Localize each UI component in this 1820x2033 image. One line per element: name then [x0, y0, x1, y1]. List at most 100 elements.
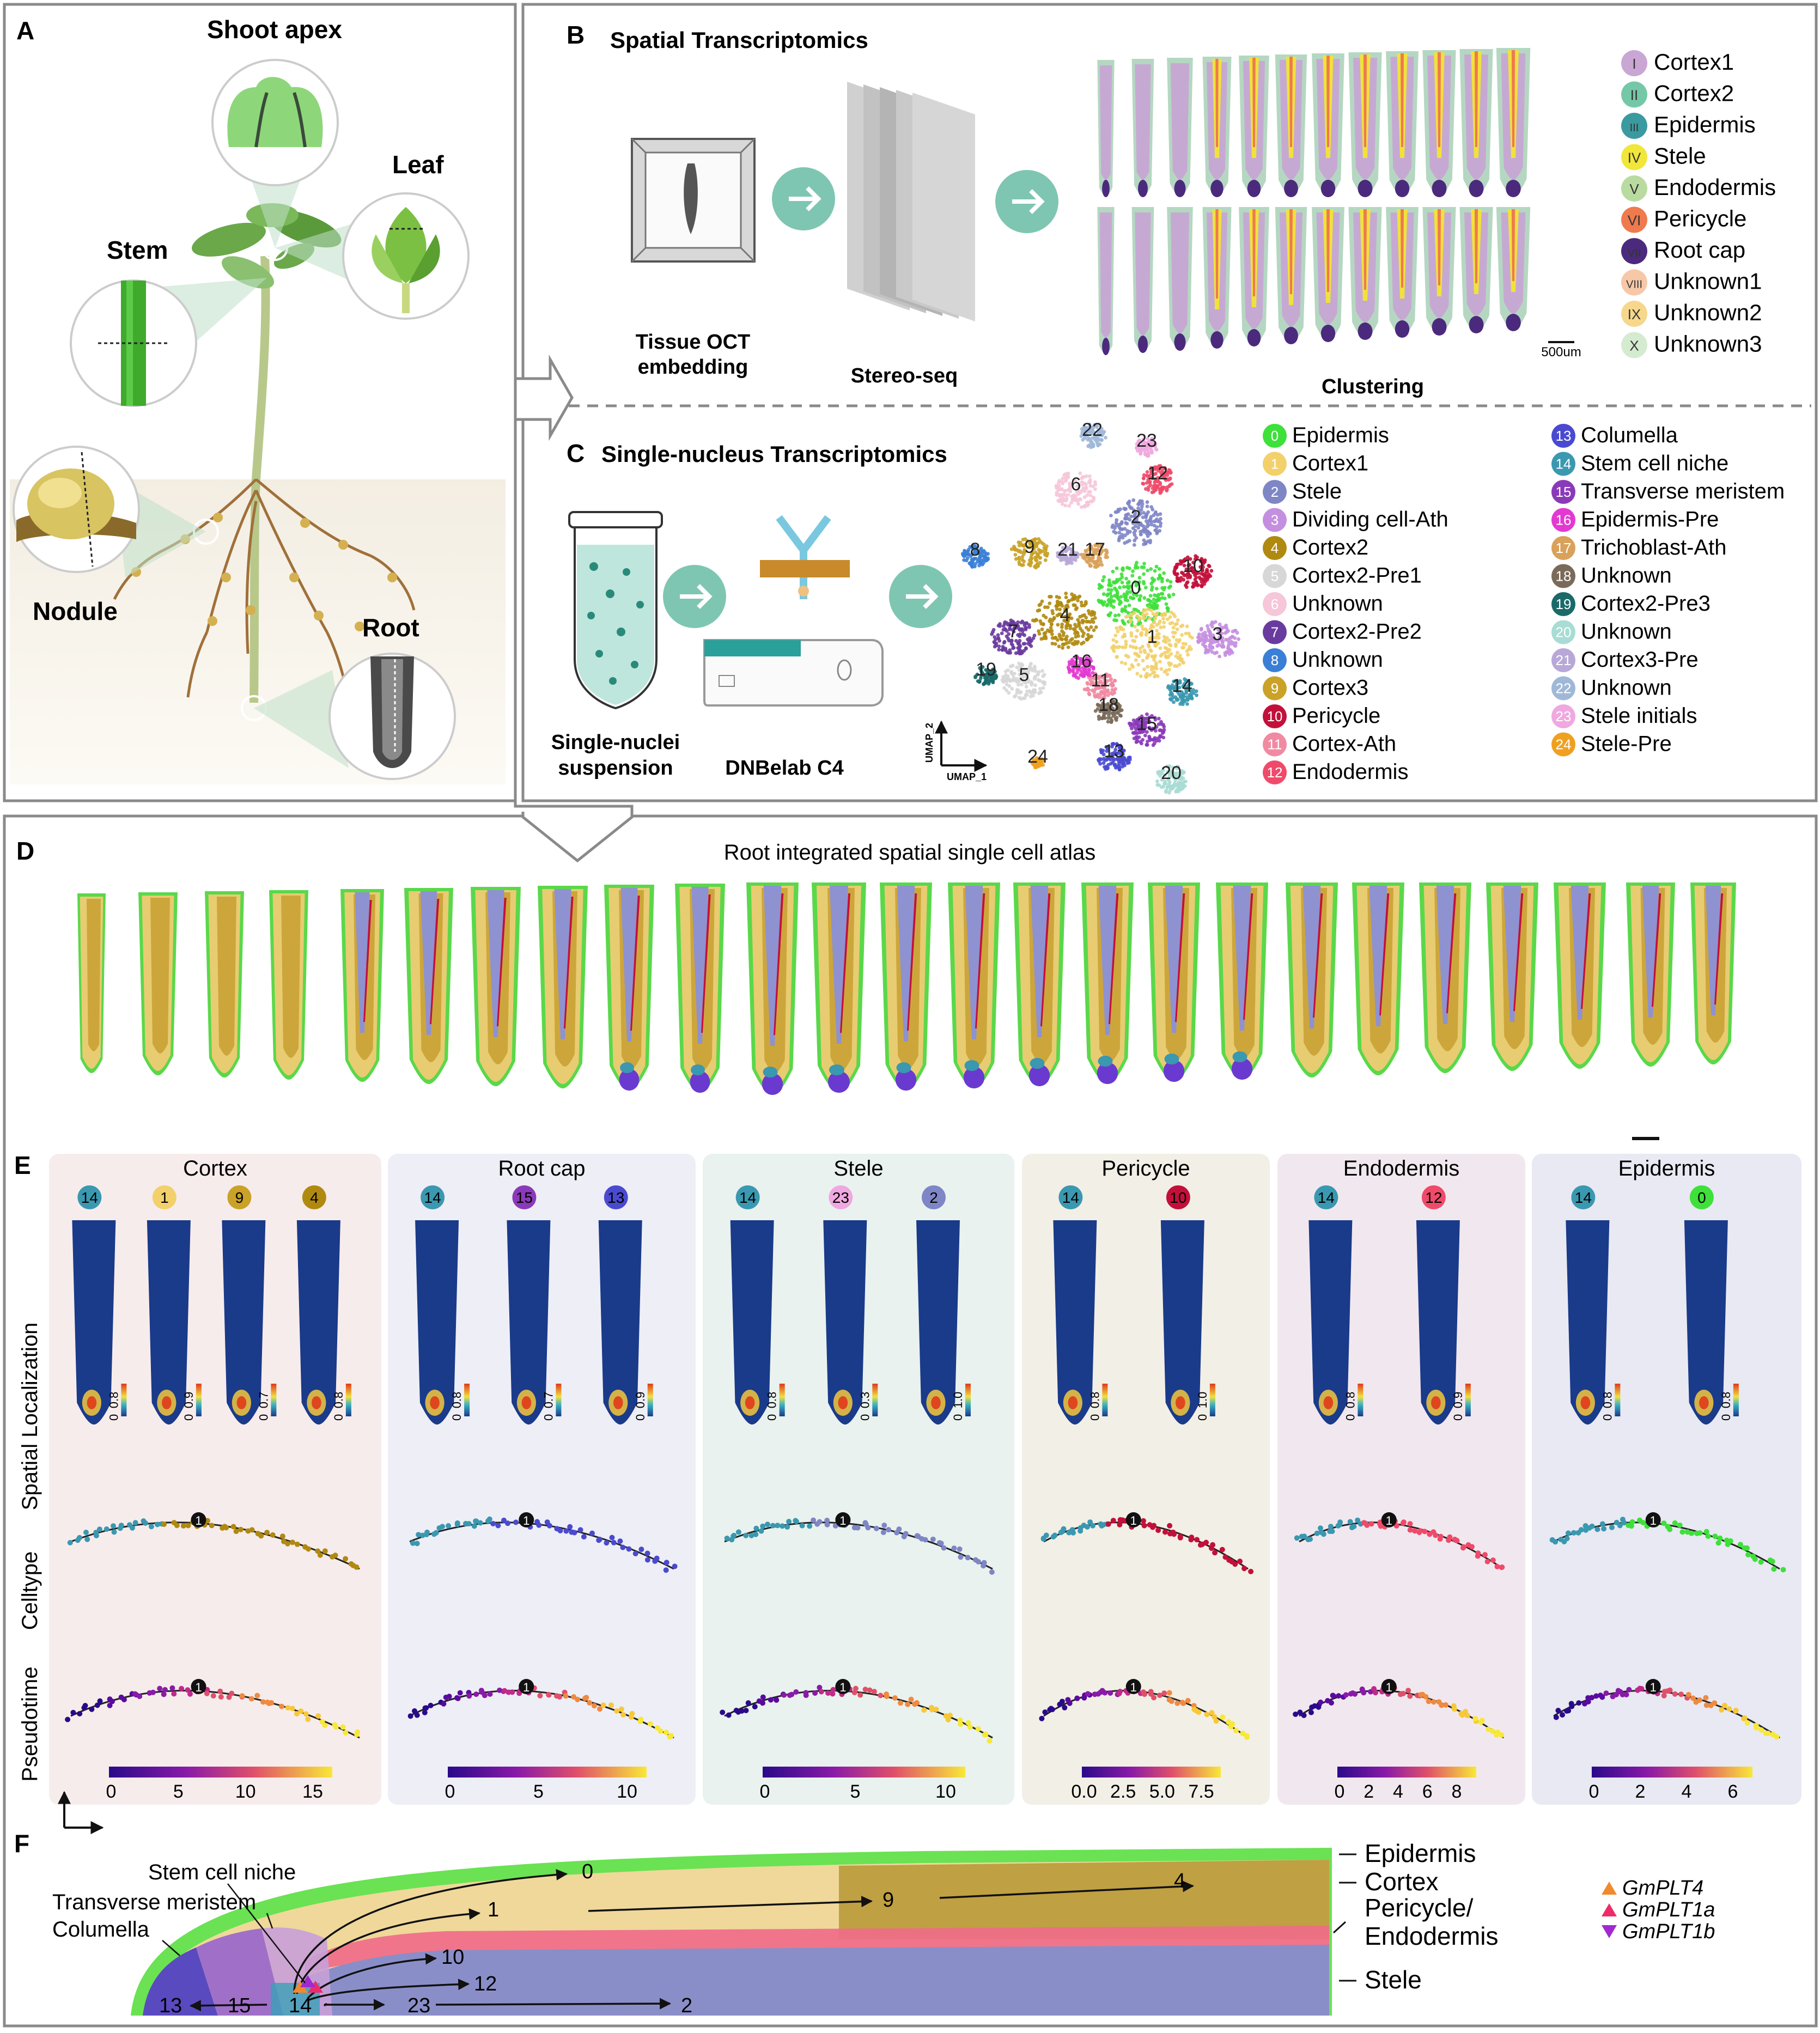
e-celltype-point — [786, 1519, 792, 1525]
umap-point — [1133, 533, 1137, 537]
umap-point — [1095, 564, 1100, 568]
umap-point — [1174, 789, 1179, 793]
umap-point — [1028, 664, 1032, 668]
umap-point — [1027, 623, 1031, 627]
atlas-section — [675, 884, 725, 1093]
umap-point — [1003, 647, 1008, 650]
umap-point — [1031, 539, 1036, 544]
umap-point — [1233, 644, 1238, 648]
c-legend-id: 16 — [1556, 512, 1572, 528]
e-celltype-point — [223, 1525, 229, 1531]
umap-point — [1014, 557, 1018, 561]
c-legend-label: Epidermis — [1292, 423, 1389, 447]
e-pseudotime-colorbar — [448, 1767, 647, 1778]
umap-point — [1064, 592, 1068, 595]
umap-cluster-label: 1 — [1147, 626, 1158, 647]
umap-point — [1156, 716, 1161, 721]
e-scale-min: 0 — [1719, 1414, 1733, 1421]
umap-point — [1139, 674, 1143, 678]
e-celltype-point — [1194, 1537, 1200, 1543]
c-legend-label: Epidermis-Pre — [1581, 508, 1719, 532]
e-pseudotime-point — [315, 1713, 321, 1719]
e-pseudotime-point — [830, 1691, 836, 1697]
umap-point — [1066, 645, 1070, 649]
cluster-section — [1348, 52, 1382, 197]
e-hotspot-core — [1176, 1396, 1185, 1409]
umap-point — [1148, 483, 1153, 487]
umap-point — [1015, 665, 1019, 669]
umap-point — [1209, 638, 1214, 643]
e-celltype-point — [354, 1564, 360, 1570]
e-celltype-point — [654, 1555, 660, 1561]
umap-point — [1164, 602, 1168, 606]
umap-point — [1082, 631, 1086, 636]
e-pseudotime-point — [97, 1698, 103, 1704]
callout-cone-root — [254, 670, 349, 768]
umap-point — [1168, 580, 1173, 584]
umap-point — [1210, 650, 1214, 654]
umap-point — [1085, 503, 1089, 508]
e-celltype-point — [414, 1541, 420, 1547]
umap-point — [1036, 564, 1040, 568]
e-scale-max: 1.0 — [1196, 1392, 1209, 1409]
e-pseudotime-point — [162, 1687, 168, 1693]
umap-axes — [935, 720, 986, 765]
e-branch-node: 1 — [1645, 1679, 1661, 1694]
umap-point — [1161, 735, 1166, 740]
cluster-section — [1422, 207, 1456, 336]
umap-point — [1117, 768, 1122, 772]
umap-point — [1155, 604, 1159, 607]
umap-point — [1106, 592, 1110, 596]
c-legend-id: 18 — [1556, 568, 1572, 585]
umap-point — [976, 549, 980, 553]
umap-point — [996, 636, 1000, 641]
umap-point — [1153, 511, 1158, 515]
e-pseudotime-point — [905, 1701, 911, 1707]
e-celltype-point — [1758, 1559, 1764, 1565]
umap-point — [1166, 478, 1171, 482]
umap-point — [1067, 504, 1071, 508]
magnifier-nodule — [13, 446, 140, 573]
e-celltype-point — [1697, 1530, 1703, 1536]
umap-point — [1146, 534, 1150, 538]
umap-point — [1055, 599, 1060, 604]
umap-point — [991, 630, 995, 634]
umap-point — [1087, 691, 1091, 696]
e-celltype-point — [1337, 1519, 1343, 1525]
umap-point — [975, 546, 979, 550]
umap-point — [1141, 580, 1146, 584]
umap-point — [1017, 560, 1021, 564]
umap-point — [1179, 562, 1183, 566]
umap-point — [1096, 692, 1100, 696]
atlas-section — [1486, 882, 1538, 1071]
umap-cluster-label: 7 — [1008, 621, 1019, 642]
umap-point — [1174, 697, 1179, 701]
umap-point — [1119, 714, 1123, 718]
umap-point — [1153, 480, 1157, 484]
e-pseudotime-point — [1555, 1708, 1561, 1713]
e-celltype-point — [1099, 1523, 1105, 1529]
cluster-section — [1312, 207, 1344, 342]
e-pseudotime-point — [1726, 1706, 1732, 1712]
e-pseudotime-point — [921, 1707, 927, 1713]
e-pseudotime-point — [204, 1690, 210, 1696]
umap-point — [1057, 494, 1062, 498]
e-celltype-point — [1105, 1521, 1111, 1527]
umap-point — [1109, 678, 1112, 682]
umap-point — [1087, 628, 1091, 632]
e-hotspot-core — [521, 1396, 532, 1409]
umap-point — [1027, 669, 1031, 673]
umap-point — [1226, 629, 1231, 633]
e-celltype-point — [1307, 1536, 1313, 1542]
umap-point — [1041, 622, 1045, 626]
e-pseudotime-point — [455, 1695, 461, 1701]
umap-point — [1160, 577, 1164, 581]
flow-arrow-b2 — [995, 170, 1058, 233]
c-legend-label: Transverse meristem — [1581, 479, 1785, 503]
cluster-section — [1496, 48, 1531, 197]
umap-point — [1123, 622, 1127, 626]
e-pseudotime-point — [1615, 1688, 1621, 1694]
